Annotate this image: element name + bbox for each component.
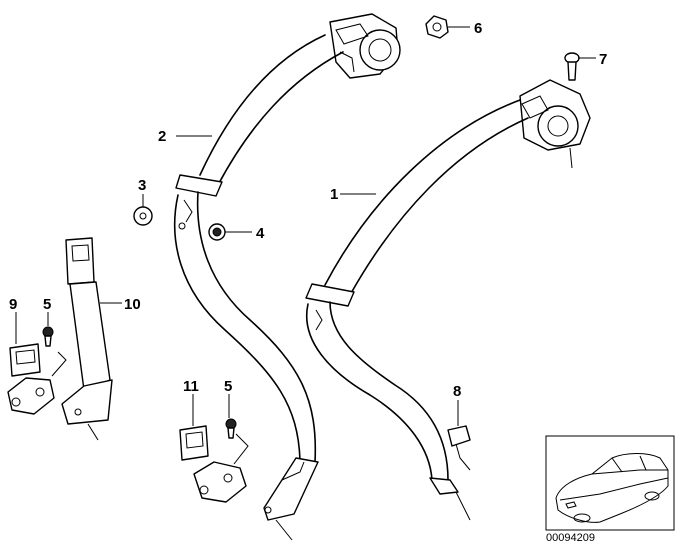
callout-7: 7 <box>599 51 607 68</box>
callout-10: 10 <box>124 296 141 313</box>
callout-5b: 5 <box>224 378 232 395</box>
seat-belt-2[interactable] <box>173 13 401 541</box>
callout-11: 11 <box>183 378 199 395</box>
retractor-2 <box>329 13 401 79</box>
buckle-9[interactable] <box>7 343 67 415</box>
car-outline <box>555 453 669 523</box>
vehicle-location-inset <box>545 435 675 531</box>
screw-5a[interactable] <box>42 326 54 347</box>
nut-6[interactable] <box>425 15 449 39</box>
washer-3[interactable] <box>133 206 153 226</box>
callout-2: 2 <box>158 128 166 145</box>
grommet-4[interactable] <box>208 223 226 241</box>
retractor-1 <box>519 79 591 169</box>
buckle-11[interactable] <box>179 425 249 503</box>
diagram-code: 00094209 <box>546 532 595 544</box>
screw-7[interactable] <box>564 52 580 81</box>
bolt-8[interactable] <box>447 425 471 471</box>
callout-1: 1 <box>330 186 338 203</box>
callout-4: 4 <box>256 225 265 242</box>
callout-5a: 5 <box>43 296 51 313</box>
screw-5b[interactable] <box>225 418 237 439</box>
seat-belt-1[interactable] <box>305 79 591 521</box>
callout-9: 9 <box>9 296 17 313</box>
buckle-10[interactable] <box>61 237 113 441</box>
leader-lines <box>15 26 596 426</box>
callout-8: 8 <box>453 383 461 400</box>
callout-6: 6 <box>474 20 482 37</box>
callout-3: 3 <box>138 177 146 194</box>
